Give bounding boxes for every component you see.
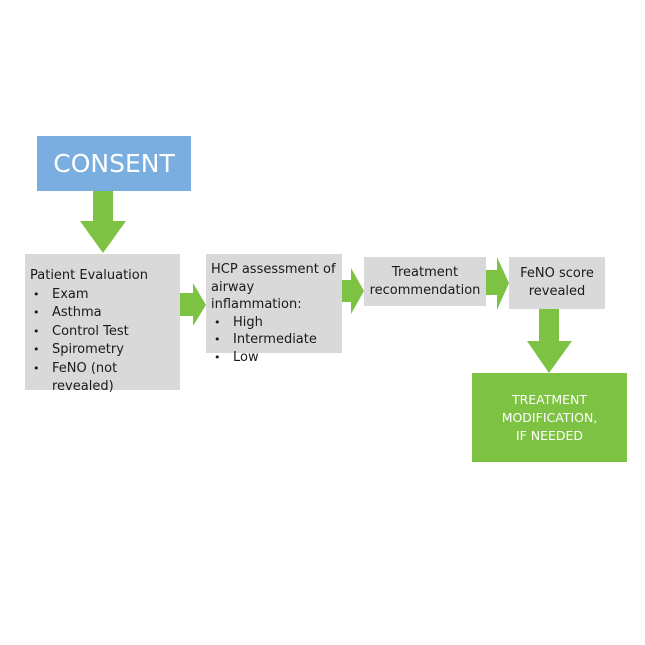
list-item: Asthma	[30, 304, 180, 323]
consent-label: CONSENT	[53, 149, 175, 178]
treatment-modification-line1: TREATMENT	[511, 391, 588, 407]
treatment-recommendation-line1: Treatment	[391, 264, 459, 280]
feno-score-box: FeNO score revealed	[509, 257, 605, 309]
patient-evaluation-box: Patient Evaluation Exam Asthma Control T…	[25, 254, 180, 394]
arrow-hcp-to-treatment	[342, 268, 364, 314]
list-item: FeNO (not revealed)	[30, 360, 180, 397]
patient-evaluation-list: Exam Asthma Control Test Spirometry FeNO…	[30, 286, 180, 397]
list-item: Control Test	[30, 323, 180, 342]
arrow-evaluation-to-hcp	[180, 283, 206, 326]
arrow-consent-to-evaluation	[80, 191, 126, 253]
list-item: Intermediate	[211, 331, 342, 349]
treatment-recommendation-box: Treatment recommendation	[364, 257, 486, 306]
hcp-assessment-list: High Intermediate Low	[211, 314, 342, 367]
hcp-assessment-box: HCP assessment of airway inflammation: H…	[206, 254, 342, 366]
arrow-treatment-to-feno	[486, 257, 509, 310]
consent-box: CONSENT	[37, 136, 191, 191]
treatment-modification-line2: MODIFICATION,	[501, 409, 598, 425]
treatment-modification-box: TREATMENT MODIFICATION, IF NEEDED	[472, 373, 627, 462]
treatment-modification-line3: IF NEEDED	[515, 427, 584, 443]
feno-score-line1: FeNO score	[520, 266, 594, 281]
list-item: Spirometry	[30, 341, 180, 360]
patient-evaluation-title: Patient Evaluation	[30, 268, 148, 283]
feno-score-line2: revealed	[528, 284, 586, 299]
treatment-recommendation-line2: recommendation	[369, 282, 481, 298]
hcp-assessment-title-line1: HCP assessment of	[211, 262, 336, 277]
list-item: High	[211, 314, 342, 332]
list-item: Exam	[30, 286, 180, 305]
arrow-feno-to-modification	[527, 309, 572, 373]
hcp-assessment-title-line2: airway inflammation:	[211, 279, 302, 313]
list-item: Low	[211, 349, 342, 367]
